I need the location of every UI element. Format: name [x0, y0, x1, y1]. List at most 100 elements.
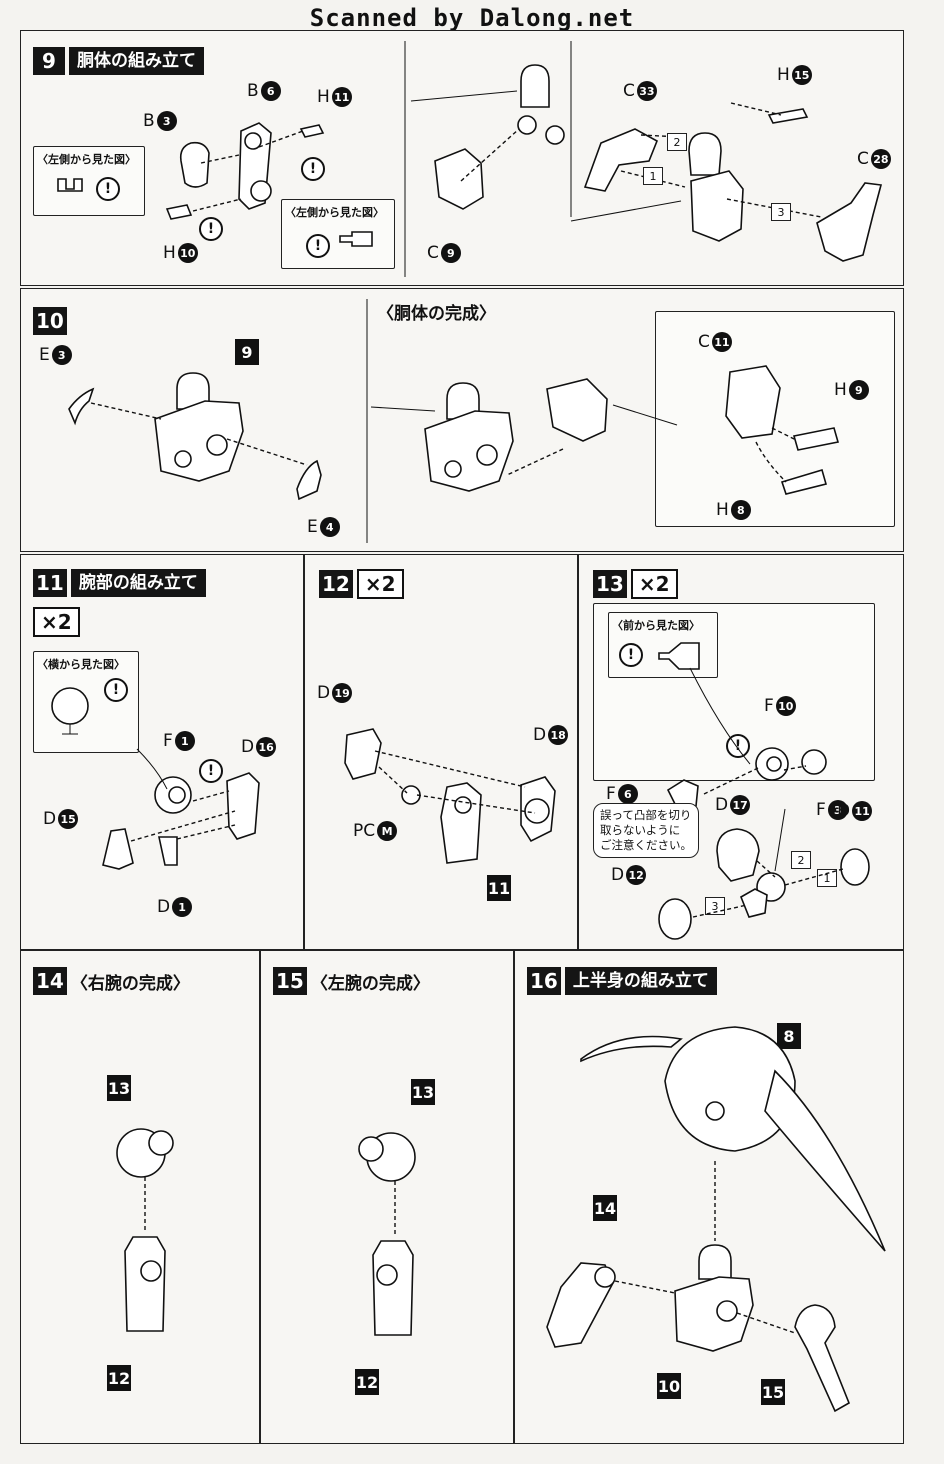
step-12-heading: 12 ×2	[319, 569, 404, 599]
divider	[570, 41, 572, 217]
step-number: 10	[33, 307, 67, 335]
front-view-illustration	[666, 667, 827, 811]
step-10-illustration	[68, 372, 678, 501]
sequence-marker: 3	[771, 203, 791, 221]
multiplier-badge: ×2	[630, 569, 678, 599]
step-number: 11	[33, 569, 67, 597]
multiplier-badge: ×2	[33, 607, 80, 637]
side-view-shape	[51, 687, 89, 735]
step-11-heading: 11 腕部の組み立て	[33, 569, 206, 597]
scan-header: Scanned by Dalong.net	[309, 4, 635, 32]
ref-part-13: 13	[411, 1079, 435, 1105]
side-view-shape	[57, 178, 83, 192]
step-number: 15	[273, 967, 307, 995]
step-9-illustration	[165, 64, 883, 262]
step-title: 胴体の組み立て	[69, 47, 204, 75]
warning-icon: !	[306, 234, 330, 258]
step-14-panel: 14 〈右腕の完成〉 13 12	[20, 950, 260, 1444]
step-13-illustration	[658, 808, 870, 940]
step-subtitle: 〈左腕の完成〉	[310, 973, 430, 994]
step-13-heading: 13 ×2	[593, 569, 678, 599]
step-15-illustration	[358, 1132, 416, 1336]
ref-part-10: 10	[657, 1373, 681, 1399]
side-view-box: 〈左側から見た図〉 !	[281, 199, 395, 269]
step-title: 上半身の組み立て	[564, 967, 717, 995]
warning-icon: !	[104, 678, 128, 702]
ref-part-13: 13	[107, 1075, 131, 1101]
step-number: 13	[593, 570, 627, 598]
ref-part-8: 8	[777, 1023, 801, 1049]
multiplier-badge: ×2	[356, 569, 404, 599]
step-11-illustration	[102, 748, 260, 870]
step-subtitle: 〈右腕の完成〉	[70, 973, 190, 994]
ref-part-11: 11	[487, 875, 511, 901]
step-number: 12	[319, 570, 353, 598]
side-view-shape	[339, 231, 373, 247]
step-number: 9	[33, 47, 65, 75]
step-15-panel: 15 〈左腕の完成〉 13 12	[260, 950, 514, 1444]
step-title: 腕部の組み立て	[70, 569, 206, 597]
sequence-marker: 1	[817, 869, 837, 887]
front-view-shape	[658, 642, 700, 670]
ref-part-12: 12	[107, 1365, 131, 1391]
warning-icon: !	[199, 217, 223, 241]
ref-part-9: 9	[235, 339, 259, 365]
step-9-heading: 9 胴体の組み立て	[33, 47, 204, 75]
caution-note: 誤って凸部を切り取らないようにご注意ください。	[593, 803, 699, 858]
ref-part-12: 12	[355, 1369, 379, 1395]
sequence-marker: 3	[705, 897, 725, 915]
sequence-marker: 2	[791, 851, 811, 869]
step-16-panel: 16 上半身の組み立て 8 14 10 15	[514, 950, 904, 1444]
step-number: 16	[527, 967, 561, 995]
step-subtitle: 〈胴体の完成〉	[377, 304, 496, 324]
step-15-heading: 15 〈左腕の完成〉	[273, 967, 430, 995]
step-12-illustration	[344, 728, 556, 864]
sequence-marker: 1	[643, 167, 663, 185]
warning-icon: !	[96, 177, 120, 201]
step-10-heading: 10	[33, 307, 67, 335]
detail-illustration	[725, 365, 840, 495]
divider	[404, 41, 406, 277]
side-view-box: 〈横から見た図〉 !	[33, 651, 139, 753]
front-view-box: 〈前から見た図〉 !	[608, 612, 718, 678]
ref-part-14: 14	[593, 1195, 617, 1221]
warning-icon: !	[619, 643, 643, 667]
step-number: 14	[33, 967, 67, 995]
sequence-marker: 2	[667, 133, 687, 151]
step-16-illustration	[546, 1026, 886, 1413]
warning-icon: !	[301, 157, 325, 181]
step-16-heading: 16 上半身の組み立て	[527, 967, 717, 995]
ref-part-15: 15	[761, 1379, 785, 1405]
